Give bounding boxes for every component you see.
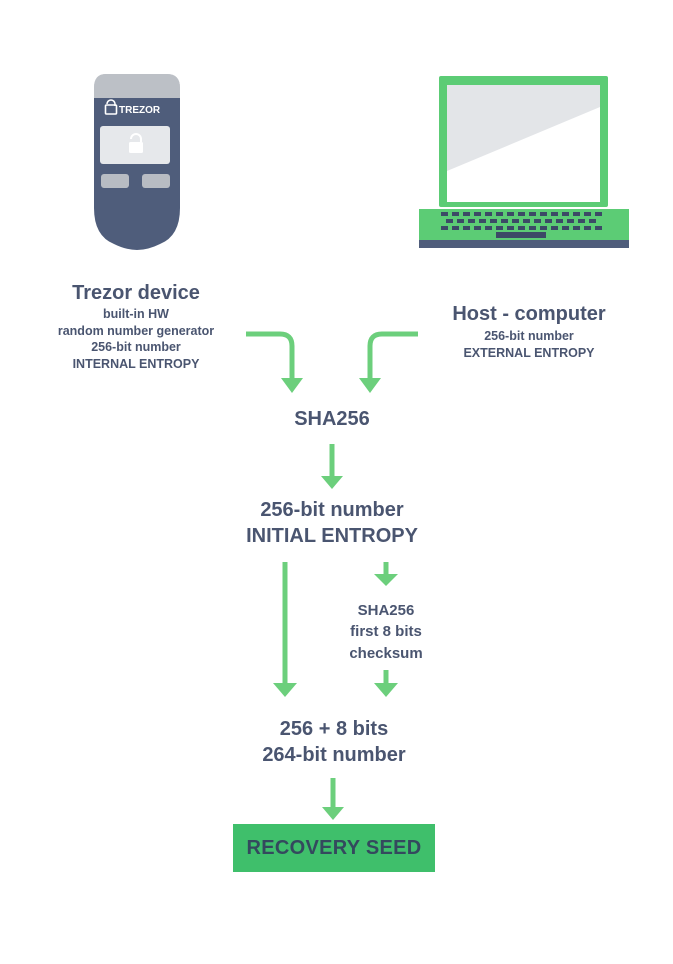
initial-entropy: 256-bit number INITIAL ENTROPY bbox=[182, 497, 482, 549]
checksum-line: first 8 bits bbox=[350, 623, 422, 641]
initial-entropy-line2: INITIAL ENTROPY bbox=[246, 525, 418, 547]
combined-line2: 264-bit number bbox=[262, 744, 406, 766]
arrow-host-to-sha bbox=[367, 331, 418, 378]
initial-entropy-line1: 256-bit number bbox=[260, 499, 404, 521]
host-description: 256-bit number EXTERNAL ENTROPY bbox=[419, 328, 639, 361]
device-description: built-in HW random number generator 256-… bbox=[36, 306, 236, 373]
checksum-description: SHA256 first 8 bits checksum bbox=[316, 600, 456, 664]
device-title: Trezor device bbox=[72, 282, 200, 304]
recovery-seed-box: RECOVERY SEED bbox=[233, 824, 435, 872]
arrow-head bbox=[374, 683, 398, 697]
host-title: Host - computer bbox=[452, 303, 606, 325]
sha256-label: SHA256 bbox=[294, 408, 370, 430]
trezor-logo-text: TREZOR bbox=[119, 105, 161, 116]
checksum-line: checksum bbox=[349, 644, 423, 662]
host-line: 256-bit number bbox=[484, 329, 574, 343]
arrow-device-to-sha bbox=[246, 331, 295, 378]
arrow-head bbox=[281, 378, 303, 393]
laptop-icon bbox=[419, 76, 629, 248]
device-line: 256-bit number bbox=[91, 340, 181, 355]
arrow-head bbox=[374, 574, 398, 586]
arrow-head bbox=[321, 476, 343, 489]
checksum-line: SHA256 bbox=[357, 602, 415, 619]
arrow-head bbox=[359, 378, 381, 393]
device-line: built-in HW bbox=[103, 307, 169, 321]
device-line: random number generator bbox=[57, 323, 215, 338]
device-line: INTERNAL ENTROPY bbox=[72, 356, 200, 371]
arrow-head bbox=[273, 683, 297, 697]
trezor-device-icon: TREZOR bbox=[94, 74, 180, 250]
combined-number: 256 + 8 bits 264-bit number bbox=[184, 716, 484, 768]
recovery-seed-label: RECOVERY SEED bbox=[246, 836, 422, 859]
combined-line1: 256 + 8 bits bbox=[279, 718, 389, 740]
arrow-head bbox=[322, 807, 344, 820]
host-line: EXTERNAL ENTROPY bbox=[463, 345, 595, 360]
